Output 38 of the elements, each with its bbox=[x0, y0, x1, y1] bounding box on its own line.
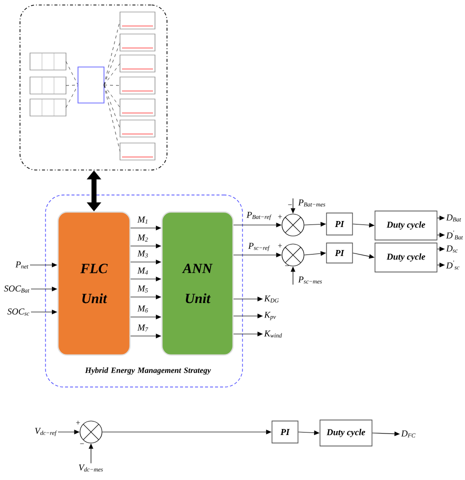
edge-label: M$_{3}$ bbox=[137, 250, 148, 258]
signal-label: D$_{sc}$ bbox=[446, 246, 458, 252]
summing-junction bbox=[282, 214, 304, 236]
signal-label: V$_{dc−mes}$ bbox=[78, 464, 103, 472]
signal-label: P$_{sc−mes}$ bbox=[298, 276, 322, 284]
duty-cycle-block: Duty cycle bbox=[374, 210, 438, 240]
duty-cycle-block: Duty cycle bbox=[374, 242, 438, 272]
sign-label: + bbox=[76, 420, 80, 424]
flc-unit-box: FLC Unit bbox=[57, 211, 131, 356]
edge-label: M$_{7}$ bbox=[137, 324, 148, 332]
signal-label: K$_{wind}$ bbox=[264, 330, 282, 338]
pi-block: PI bbox=[272, 420, 298, 444]
signal-label: P$_{net}$ bbox=[15, 262, 28, 268]
signal-label: SOC$_{Bat}$ bbox=[4, 286, 30, 293]
edge-label: P$_{sc−ref}$ bbox=[248, 242, 270, 252]
pi-block: PI bbox=[326, 212, 353, 236]
signal-label: K$_{pv}$ bbox=[264, 312, 276, 320]
edge-label: M$_{4}$ bbox=[137, 268, 148, 274]
ann-unit-box: ANN Unit bbox=[161, 211, 234, 356]
network-diagram-drawing bbox=[20, 4, 168, 170]
pi-block: PI bbox=[326, 242, 353, 264]
signal-label: D$_{Bat}$ bbox=[446, 214, 462, 222]
signal-label: K$_{DG}$ bbox=[264, 296, 279, 302]
summing-junction bbox=[282, 244, 304, 266]
signal-label: SOC$_{sc}$ bbox=[7, 308, 30, 316]
signal-label: P$_{Bat−mes}$ bbox=[298, 200, 326, 206]
edge-label: M$_{1}$ bbox=[137, 216, 148, 224]
sign-label: + bbox=[278, 244, 282, 248]
signal-label: D$_{FC}$ bbox=[401, 430, 416, 438]
sign-label: + bbox=[278, 214, 282, 218]
summing-junction bbox=[80, 420, 102, 444]
edge-label: M$_{2}$ bbox=[137, 234, 148, 242]
signal-label: V$_{dc−ref}$ bbox=[35, 428, 57, 436]
duty-cycle-block: Duty cycle bbox=[320, 420, 372, 446]
edge-label: P$_{Bat−ref}$ bbox=[246, 212, 272, 220]
edge-label: M$_{6}$ bbox=[137, 306, 148, 312]
sign-label: − bbox=[288, 204, 292, 205]
edge-label: M$_{5}$ bbox=[137, 286, 148, 292]
